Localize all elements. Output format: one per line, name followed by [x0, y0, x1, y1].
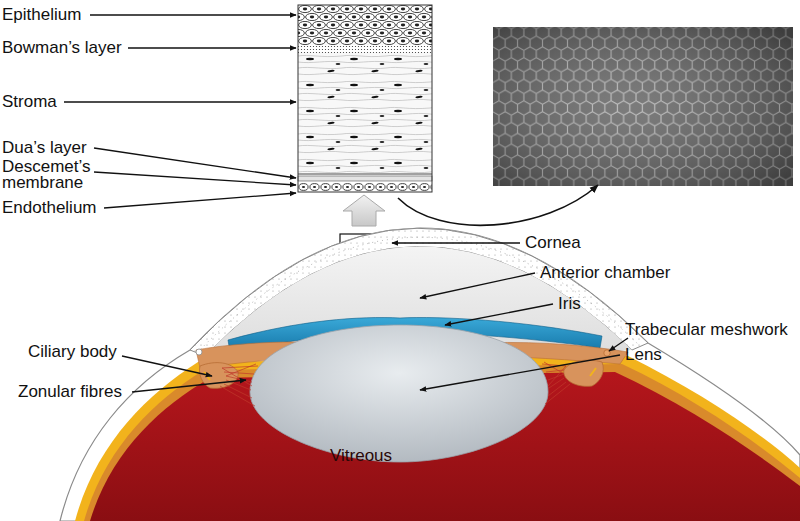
- leader-lines: [64, 15, 628, 392]
- part-label: Dua’s layer: [2, 138, 87, 158]
- region-label: Vitreous: [330, 446, 392, 466]
- part-label: Iris: [558, 294, 581, 314]
- micrograph-shading: [493, 27, 793, 186]
- part-label: Stroma: [2, 92, 57, 112]
- endothelium-micrograph: [493, 27, 793, 186]
- magnify-arrow: [343, 195, 385, 226]
- descemet-layer: [298, 176, 432, 181]
- layer-outline: [298, 5, 432, 192]
- part-label: Trabecular meshwork: [625, 320, 788, 340]
- bowman-layer: [298, 45, 432, 53]
- endothelium-layer: [298, 182, 432, 192]
- part-label: Epithelium: [2, 5, 81, 25]
- dua-layer: [298, 173, 432, 174]
- part-label: Descemet’s membrane: [2, 159, 102, 191]
- zonular-fibres: [220, 362, 570, 406]
- part-label: Endothelium: [2, 198, 97, 218]
- curved-arrow: [398, 185, 598, 225]
- micrograph-cells: [493, 27, 793, 186]
- crystalline-lens: [250, 325, 548, 462]
- sclera: [60, 228, 800, 521]
- corneal-layers: [298, 5, 432, 192]
- part-label: Anterior chamber: [540, 263, 670, 283]
- part-label: Zonular fibres: [18, 382, 122, 402]
- part-label: Bowman’s layer: [2, 38, 122, 58]
- eye-section: [60, 228, 800, 521]
- stroma-layer: [298, 53, 432, 173]
- epithelium-layer: [298, 5, 432, 45]
- part-label: Lens: [625, 345, 662, 365]
- trabecular-left: [196, 349, 202, 355]
- part-label: Cornea: [525, 233, 581, 253]
- part-label: Ciliary body: [28, 342, 117, 362]
